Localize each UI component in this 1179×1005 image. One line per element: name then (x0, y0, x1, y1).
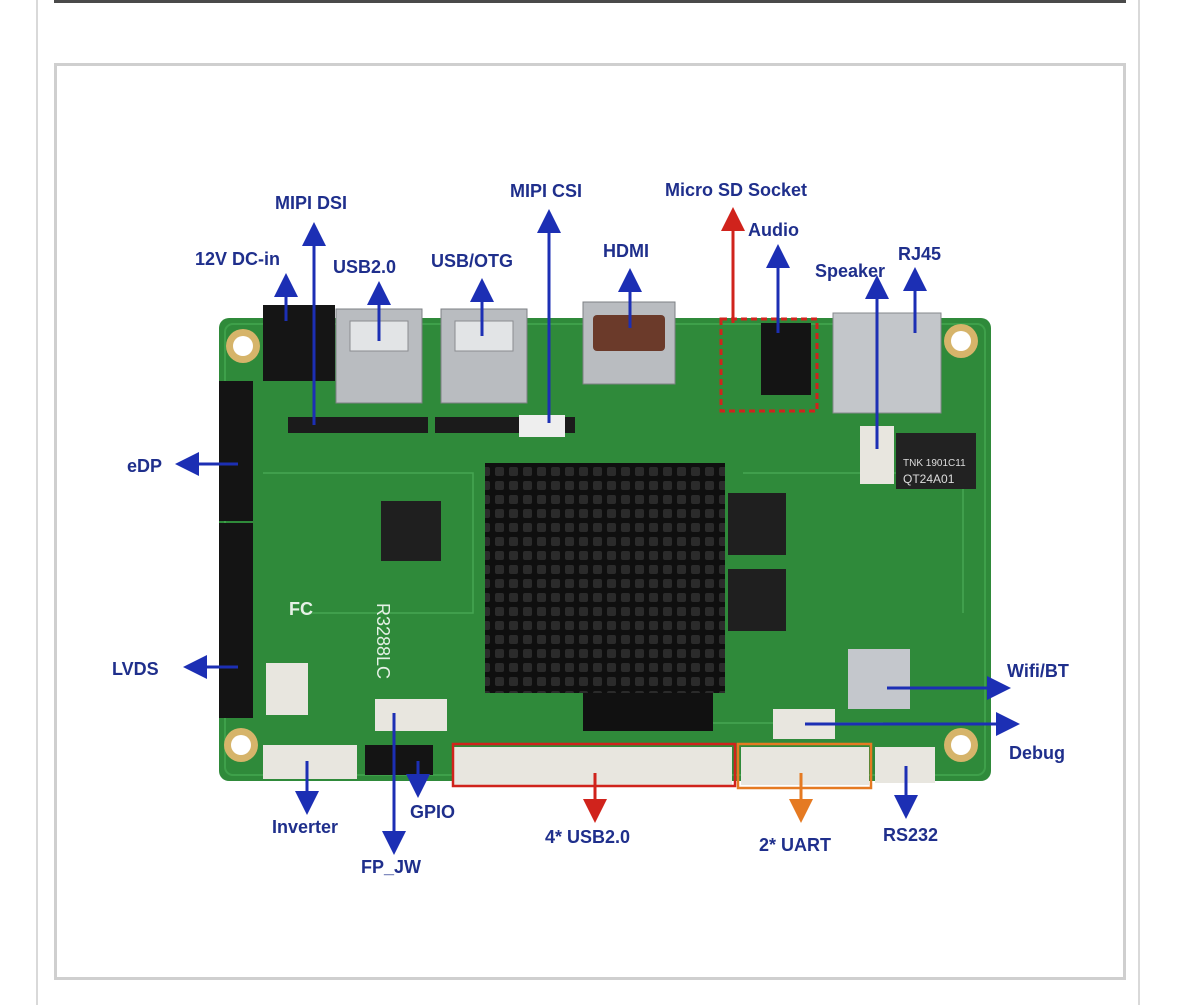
label-speaker: Speaker (815, 261, 885, 281)
micro-sd-highlight (719, 317, 819, 413)
mount-hole-icon (224, 324, 978, 762)
board-model: R3288LC (373, 603, 393, 679)
rj45-port (832, 312, 942, 414)
label-wifi-bt: Wifi/BT (1007, 661, 1069, 681)
uart-highlight (736, 742, 873, 790)
label-hdmi: HDMI (603, 241, 649, 261)
usb-port-2 (440, 308, 528, 404)
board-diagram: R3288LC FC TNK 1901C11 QT24A01 (112, 180, 1069, 877)
edp-header (219, 381, 253, 521)
label-fp-jw: FP_JW (361, 857, 421, 877)
lan-transformer (896, 433, 976, 489)
ram-chip-1 (728, 493, 786, 555)
label-usb20-x4: 4* USB2.0 (545, 827, 630, 847)
gpio-header (365, 745, 433, 775)
label-edp: eDP (127, 456, 162, 476)
chip-mark-2: QT24A01 (903, 472, 955, 486)
ram-chip-2 (728, 569, 786, 631)
board-image-card: R3288LC FC TNK 1901C11 QT24A01 (54, 63, 1126, 980)
label-audio: Audio (748, 220, 799, 240)
aux-connector (266, 663, 308, 715)
page-frame (36, 0, 1140, 1005)
top-divider (54, 0, 1126, 3)
fp-jw-connector (375, 699, 447, 731)
uart-headers (741, 747, 869, 785)
label-gpio: GPIO (410, 802, 455, 822)
label-uart-x2: 2* UART (759, 835, 831, 855)
label-mipi-csi: MIPI CSI (510, 181, 582, 201)
mipi-csi-latch (519, 415, 565, 437)
hdmi-port (582, 301, 676, 385)
label-usb20: USB2.0 (333, 257, 396, 277)
label-debug: Debug (1009, 743, 1065, 763)
label-usb-otg: USB/OTG (431, 251, 513, 271)
soc-chip (381, 501, 441, 561)
label-inverter: Inverter (272, 817, 338, 837)
wifi-module (848, 649, 910, 709)
heatsink-icon (485, 463, 725, 693)
label-micro-sd: Micro SD Socket (665, 180, 807, 200)
audio-jack (761, 323, 811, 395)
label-rs232: RS232 (883, 825, 938, 845)
label-lvds: LVDS (112, 659, 159, 679)
mipi-dsi-connector (288, 417, 428, 433)
usb-headers (452, 747, 732, 785)
chip-mark: TNK 1901C11 (903, 458, 966, 469)
inverter-connector (263, 745, 357, 779)
label-mipi-dsi: MIPI DSI (275, 193, 347, 213)
emmc-chips (583, 693, 713, 731)
lvds-header (219, 523, 253, 718)
label-dc-in: 12V DC-in (195, 249, 280, 269)
label-rj45: RJ45 (898, 244, 941, 264)
arrow-icon (175, 207, 1020, 855)
fc-mark: FC (289, 599, 313, 619)
dc-jack (263, 305, 335, 381)
